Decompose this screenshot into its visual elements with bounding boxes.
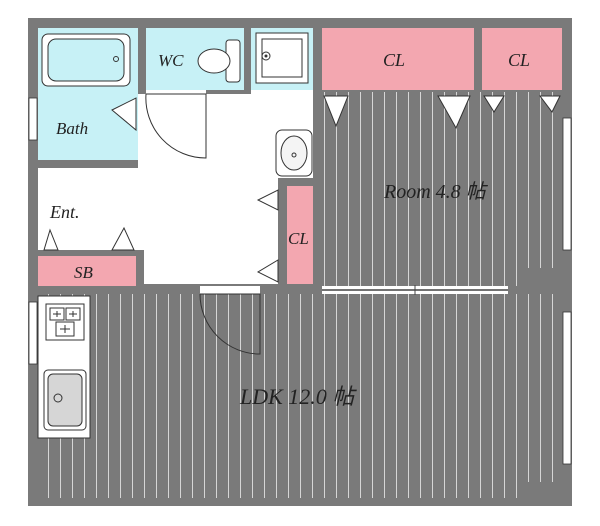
label-entrance: Ent. — [49, 202, 80, 222]
label-closet-2: CL — [508, 50, 530, 70]
toilet-bowl — [197, 48, 231, 74]
wall — [136, 250, 144, 288]
wall — [313, 28, 322, 294]
bedroom — [322, 92, 562, 286]
bathtub-drain — [113, 56, 119, 62]
label-closet-3: CL — [288, 229, 309, 248]
door-swing — [111, 97, 137, 132]
window — [562, 117, 572, 251]
wall — [278, 178, 314, 186]
label-bedroom: Room 4.8 帖 — [383, 181, 489, 203]
kitchen-sink-basin — [47, 373, 83, 427]
wall — [138, 28, 146, 94]
ldk-room — [38, 294, 562, 498]
wall — [322, 90, 562, 92]
wall — [244, 28, 251, 94]
label-bath: Bath — [56, 119, 88, 138]
wall — [474, 28, 482, 90]
washer-drain — [264, 54, 268, 58]
door-swing — [145, 93, 207, 159]
closet-door-marks — [43, 95, 561, 283]
doorway — [146, 90, 206, 94]
bedroom-closet-1 — [322, 28, 474, 90]
wall — [278, 178, 287, 286]
burner-icon — [49, 307, 81, 337]
label-wc: WC — [158, 51, 184, 70]
door-swing — [199, 293, 261, 355]
washer-drain — [261, 51, 271, 61]
wall — [38, 250, 136, 256]
wash-basin-drain — [291, 152, 297, 158]
pillar — [526, 482, 562, 498]
wall — [38, 160, 138, 168]
pillar — [526, 268, 562, 288]
label-closet-1: CL — [383, 50, 405, 70]
bedroom-closet-2 — [482, 28, 562, 90]
label-shoe-box: SB — [74, 263, 94, 282]
doorway — [200, 286, 260, 294]
kitchen-sink-drain — [53, 393, 63, 403]
window — [28, 97, 38, 141]
washer-pan — [255, 32, 309, 84]
window — [28, 301, 38, 365]
entrance-area — [38, 168, 134, 250]
bath-lower — [38, 92, 138, 160]
window — [562, 311, 572, 465]
hall-closet — [287, 186, 314, 284]
shoe-box — [38, 256, 136, 286]
label-ldk: LDK 12.0 帖 — [239, 384, 357, 409]
wall — [38, 286, 562, 294]
bathtub-basin — [47, 38, 125, 82]
